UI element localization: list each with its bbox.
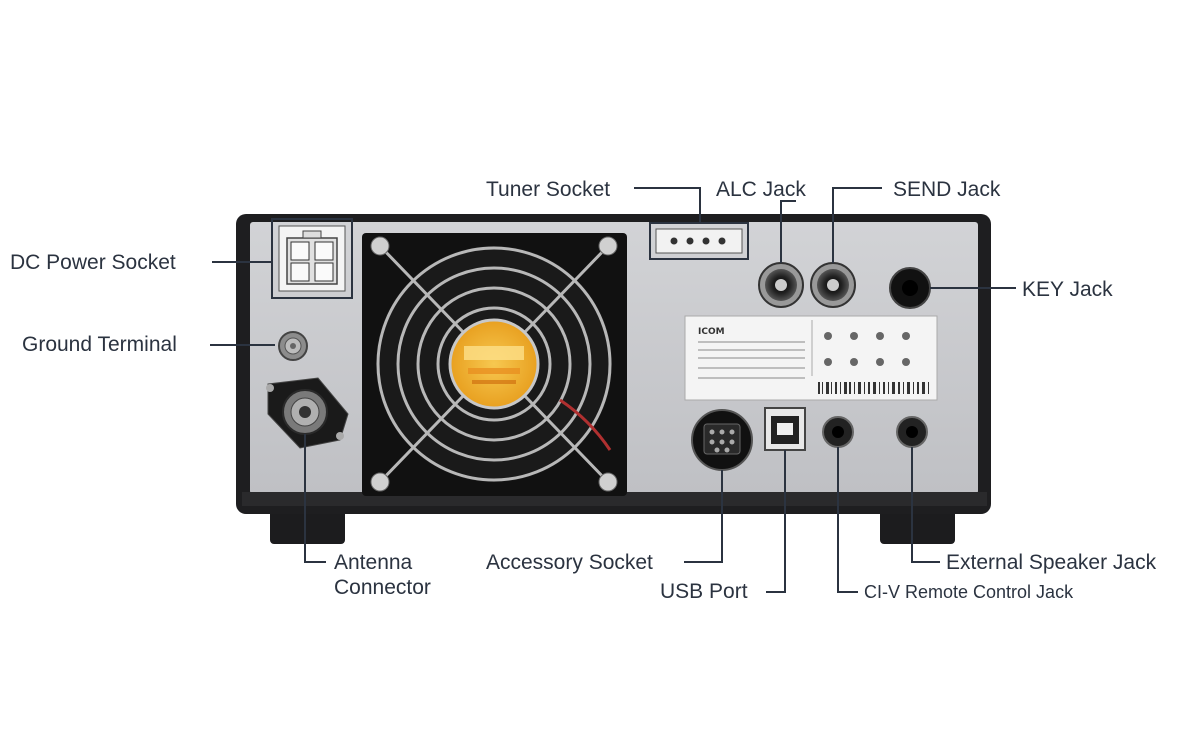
sticker-brand: ICOM	[698, 327, 725, 337]
leader-civ	[837, 447, 858, 593]
label-antenna-line2: Connector	[334, 576, 431, 599]
label-usb-port: USB Port	[660, 580, 748, 603]
label-ground-terminal: Ground Terminal	[22, 333, 177, 356]
external-speaker-jack	[896, 416, 928, 448]
label-alc-jack: ALC Jack	[716, 178, 806, 201]
leader-lines	[210, 187, 1016, 593]
label-external-speaker-jack: External Speaker Jack	[946, 551, 1157, 574]
label-send-jack: SEND Jack	[893, 178, 1001, 201]
sticker-barcode	[818, 382, 929, 394]
info-sticker: ICOM	[684, 315, 938, 401]
leader-send	[832, 187, 882, 263]
accessory-socket	[691, 409, 753, 471]
callout-labels: DC Power Socket Ground Terminal Tuner So…	[10, 178, 1157, 603]
label-civ-remote-jack: CI-V Remote Control Jack	[864, 582, 1074, 602]
alc-jack	[758, 262, 804, 308]
label-antenna-line1: Antenna	[334, 551, 413, 574]
dc-power-socket	[271, 218, 353, 299]
key-jack	[889, 267, 931, 309]
leader-antenna	[304, 434, 326, 563]
leader-usb	[766, 450, 786, 593]
ground-terminal	[278, 331, 308, 361]
leader-alc	[780, 200, 796, 263]
leader-tuner	[634, 187, 701, 223]
cooling-fan	[362, 233, 627, 496]
label-tuner-socket: Tuner Socket	[486, 178, 610, 201]
label-key-jack: KEY Jack	[1022, 278, 1113, 301]
label-dc-power-socket: DC Power Socket	[10, 251, 176, 274]
usb-port	[764, 407, 806, 451]
antenna-connector	[266, 377, 349, 449]
send-jack	[810, 262, 856, 308]
leader-accessory	[684, 470, 723, 563]
civ-remote-jack	[822, 416, 854, 448]
fan-hub-label	[448, 318, 540, 410]
leader-ext-speaker	[911, 447, 940, 563]
label-accessory-socket: Accessory Socket	[486, 551, 653, 574]
